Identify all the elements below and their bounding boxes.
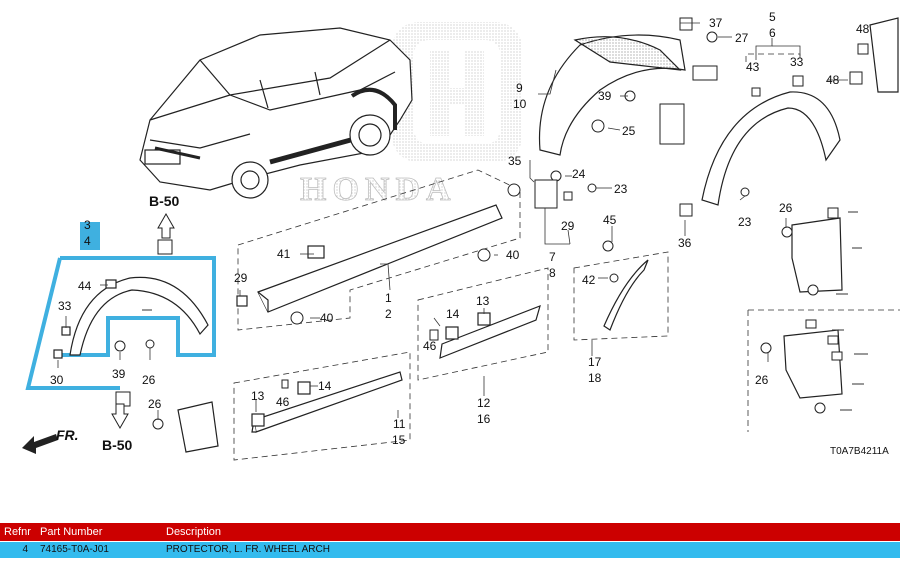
wheel-arch-part (53, 276, 209, 359)
callout-40a[interactable]: 40 (506, 248, 520, 262)
callout-14b[interactable]: 14 (318, 379, 332, 393)
callout-26c[interactable]: 26 (148, 397, 162, 411)
callout-35[interactable]: 35 (508, 154, 522, 168)
group-boxes (233, 53, 900, 461)
callout-25[interactable]: 25 (622, 124, 636, 138)
highlight-outline (25, 222, 216, 390)
callout-24[interactable]: 24 (572, 167, 586, 181)
callout-8[interactable]: 8 (549, 266, 556, 280)
callout-37[interactable]: 37 (709, 16, 723, 30)
callout-13b[interactable]: 13 (251, 389, 265, 403)
callout-48a[interactable]: 48 (856, 22, 870, 36)
watermark-text: HONDA (300, 171, 457, 208)
callout-23a[interactable]: 23 (614, 182, 628, 196)
parts-diagram: HONDA (22, 10, 900, 461)
leader-lines (57, 22, 848, 420)
callout-27[interactable]: 27 (735, 31, 749, 45)
callout-43[interactable]: 43 (746, 60, 760, 74)
ref-b50-bottom[interactable]: B-50 (102, 437, 133, 453)
row-refnr[interactable]: 4 (0, 540, 36, 558)
callout-numbers: 37 27 5 6 48 48 43 33 9 10 39 25 35 24 2… (50, 10, 870, 447)
callout-7[interactable]: 7 (549, 250, 556, 264)
callout-29b[interactable]: 29 (234, 271, 248, 285)
callout-2[interactable]: 2 (385, 307, 392, 321)
callout-33b[interactable]: 33 (58, 299, 72, 313)
diagram-code: T0A7B4211A (830, 446, 889, 457)
rear-arch-strip (603, 259, 649, 331)
parts-table: Refnr Part Number Description 4 74165-T0… (0, 523, 900, 558)
front-label: FR. (56, 427, 79, 443)
rear-wheel-arch-part (701, 91, 841, 206)
callout-26b[interactable]: 26 (142, 373, 156, 387)
mudguard-parts (177, 17, 899, 453)
side-sill-part (236, 204, 503, 313)
callout-16[interactable]: 16 (477, 412, 491, 426)
callout-39a[interactable]: 39 (598, 89, 612, 103)
callout-40b[interactable]: 40 (320, 311, 334, 325)
row-part-number[interactable]: 74165-T0A-J01 (36, 540, 162, 558)
callout-15[interactable]: 15 (392, 433, 406, 447)
callout-33a[interactable]: 33 (790, 55, 804, 69)
callout-45[interactable]: 45 (603, 213, 617, 227)
callout-1[interactable]: 1 (385, 291, 392, 305)
front-direction-arrow: FR. (22, 427, 79, 454)
callout-29a[interactable]: 29 (561, 219, 575, 233)
callout-5[interactable]: 5 (769, 10, 776, 24)
callout-18[interactable]: 18 (588, 371, 602, 385)
callout-44[interactable]: 44 (78, 279, 92, 293)
callout-36[interactable]: 36 (678, 236, 692, 250)
row-description[interactable]: PROTECTOR, L. FR. WHEEL ARCH (162, 540, 900, 558)
callout-17[interactable]: 17 (588, 355, 602, 369)
ref-b50-top[interactable]: B-50 (149, 193, 180, 209)
table-row[interactable]: 4 74165-T0A-J01 PROTECTOR, L. FR. WHEEL … (0, 540, 900, 558)
callout-4[interactable]: 4 (84, 234, 91, 248)
ref-arrows (111, 212, 175, 430)
honda-watermark: HONDA (300, 22, 522, 208)
fastener-icons (114, 17, 869, 430)
callout-26a[interactable]: 26 (779, 201, 793, 215)
header-refnr: Refnr (0, 523, 36, 541)
callout-23b[interactable]: 23 (738, 215, 752, 229)
callout-42[interactable]: 42 (582, 273, 596, 287)
table-header-row: Refnr Part Number Description (0, 523, 900, 541)
callout-46b[interactable]: 46 (276, 395, 290, 409)
door-molding-parts (251, 305, 541, 433)
header-description: Description (162, 523, 900, 541)
callout-26d[interactable]: 26 (755, 373, 769, 387)
callout-9[interactable]: 9 (516, 81, 523, 95)
fender-liner-part (538, 34, 686, 156)
dash-markers (142, 211, 868, 411)
callout-11[interactable]: 11 (393, 417, 406, 431)
vehicle-illustration (139, 27, 413, 199)
callout-10[interactable]: 10 (513, 97, 527, 111)
callout-3[interactable]: 3 (84, 218, 91, 232)
callout-6[interactable]: 6 (769, 26, 776, 40)
callout-12[interactable]: 12 (477, 396, 491, 410)
callout-30[interactable]: 30 (50, 373, 64, 387)
header-part-number: Part Number (36, 523, 162, 541)
callout-41[interactable]: 41 (277, 247, 291, 261)
callout-48b[interactable]: 48 (826, 73, 840, 87)
callout-39b[interactable]: 39 (112, 367, 126, 381)
callout-14a[interactable]: 14 (446, 307, 460, 321)
callout-13a[interactable]: 13 (476, 294, 490, 308)
callout-46a[interactable]: 46 (423, 339, 437, 353)
